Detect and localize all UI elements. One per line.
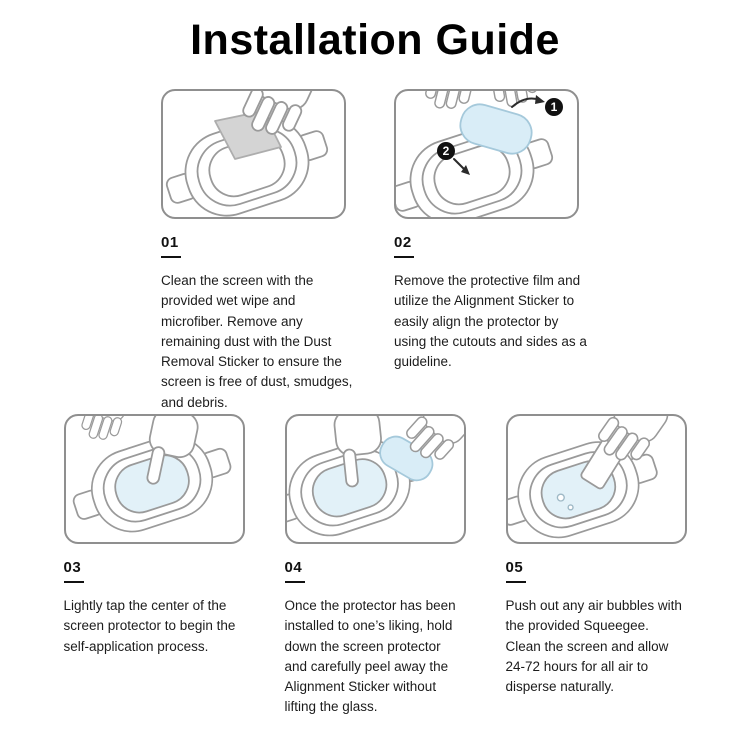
badge-2-icon: 2 <box>437 142 455 160</box>
step-card-05: 05 Push out any air bubbles with the pro… <box>505 414 687 718</box>
hand-icon <box>405 416 464 460</box>
step-number: 01 <box>161 234 179 251</box>
step1-illustration-panel <box>161 89 346 219</box>
step-card-03: 03 Lightly tap the center of the screen … <box>63 414 245 718</box>
svg-text:1: 1 <box>551 100 558 114</box>
step4-illustration <box>286 416 464 537</box>
step2-illustration: 1 2 <box>396 91 563 217</box>
steps-row-1: 01 Clean the screen with the provided we… <box>0 89 750 414</box>
step-number: 02 <box>394 234 412 251</box>
step-underline <box>394 256 414 258</box>
step5-illustration-panel <box>505 414 687 544</box>
step5-illustration <box>507 416 668 539</box>
step-underline <box>505 581 526 583</box>
step-description: Once the protector has been installed to… <box>284 598 456 715</box>
pointing-hand-icon <box>333 416 382 488</box>
step1-illustration <box>165 91 329 217</box>
step-card-04: 04 Once the protector has been installed… <box>284 414 466 718</box>
align-arrow-head-icon <box>461 165 470 175</box>
hand-icon <box>80 416 130 440</box>
pointing-hand-icon <box>145 416 199 485</box>
badge-1-icon: 1 <box>545 98 563 116</box>
step3-illustration-panel <box>63 414 245 544</box>
step-card-02: 1 2 02 Remove the protective film and ut… <box>394 89 589 414</box>
step3-illustration <box>72 416 231 533</box>
step2-illustration-panel: 1 2 <box>394 89 579 219</box>
step-description: Clean the screen with the provided wet w… <box>161 273 353 410</box>
page-title: Installation Guide <box>190 16 560 64</box>
protective-film-icon <box>459 103 533 155</box>
step-description: Lightly tap the center of the screen pro… <box>63 598 236 654</box>
step-card-01: 01 Clean the screen with the provided we… <box>161 89 356 414</box>
step-number: 05 <box>505 559 524 576</box>
step-description: Push out any air bubbles with the provid… <box>505 598 682 694</box>
steps-row-2: 03 Lightly tap the center of the screen … <box>0 414 750 718</box>
air-bubble-icon <box>566 504 574 511</box>
hand-icon <box>425 91 473 109</box>
step4-illustration-panel <box>284 414 466 544</box>
step-underline <box>284 581 305 583</box>
step-underline <box>63 581 84 583</box>
hand-icon <box>597 416 668 461</box>
step-underline <box>161 256 181 258</box>
step-description: Remove the protective film and utilize t… <box>394 273 587 369</box>
hand-icon <box>242 91 318 135</box>
svg-text:2: 2 <box>443 144 450 158</box>
air-bubble-icon <box>556 493 565 502</box>
step-number: 04 <box>284 559 303 576</box>
peel-arrow-head-icon <box>535 95 545 104</box>
step-number: 03 <box>63 559 82 576</box>
hand-icon <box>491 91 538 108</box>
